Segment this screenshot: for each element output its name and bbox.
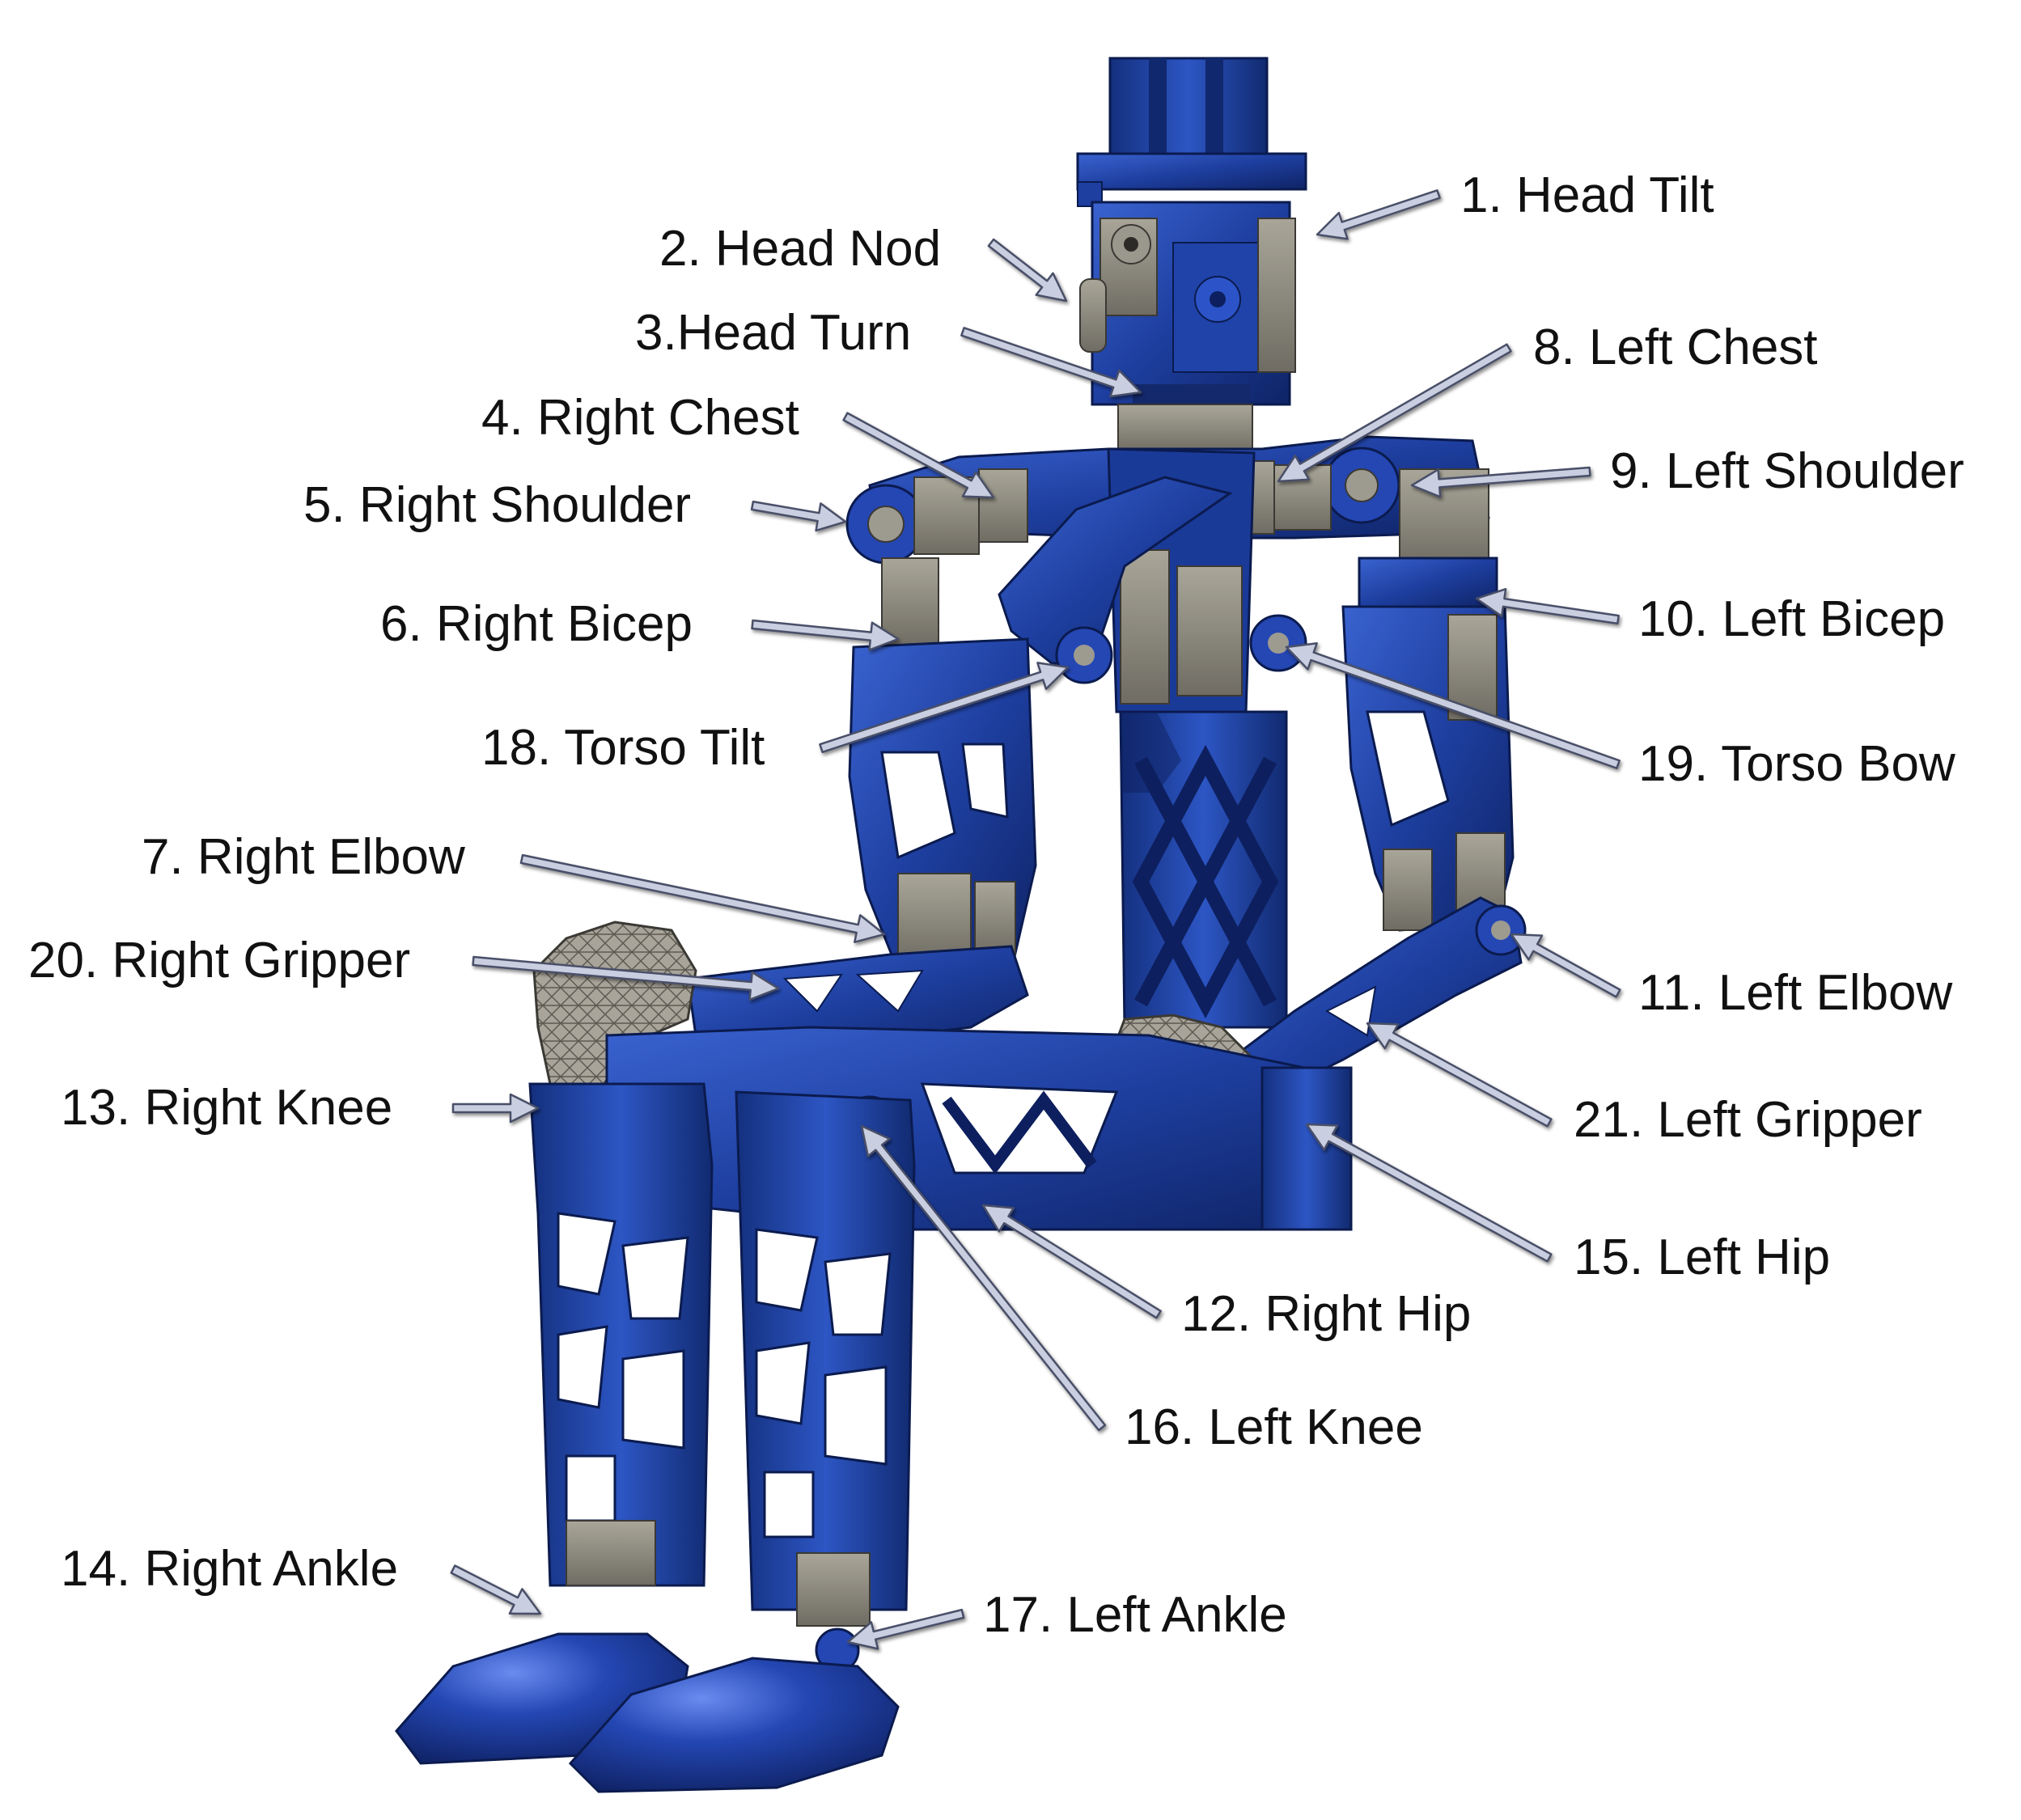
label-left-hip: 15. Left Hip — [1574, 1230, 1830, 1285]
arrow-left-elbow — [1510, 933, 1621, 998]
label-right-chest: 4. Right Chest — [481, 390, 799, 446]
arrow-left-ankle — [846, 1608, 965, 1650]
label-left-shoulder: 9. Left Shoulder — [1610, 443, 1964, 499]
label-right-bicep: 6. Right Bicep — [380, 596, 693, 652]
arrow-right-chest — [842, 412, 995, 499]
label-head-nod: 2. Head Nod — [659, 221, 941, 277]
label-head-tilt: 1. Head Tilt — [1460, 167, 1714, 223]
arrow-right-shoulder — [750, 500, 847, 532]
arrow-head-tilt — [1316, 189, 1441, 240]
arrow-right-elbow — [519, 853, 886, 943]
label-left-bicep: 10. Left Bicep — [1638, 591, 1945, 647]
label-right-knee: 13. Right Knee — [61, 1080, 392, 1136]
neck-servo — [1117, 404, 1253, 454]
arrow-head-nod — [987, 238, 1068, 303]
label-head-turn: 3.Head Turn — [635, 305, 911, 361]
label-right-gripper: 20. Right Gripper — [28, 933, 410, 988]
arrow-right-bicep — [751, 619, 900, 651]
arrow-head-turn — [960, 327, 1142, 398]
joint-labels: 1. Head Tilt 2. Head Nod 3.Head Turn 4. … — [28, 167, 1964, 1643]
label-right-shoulder: 5. Right Shoulder — [303, 477, 691, 533]
arrow-left-hip — [1305, 1123, 1553, 1263]
robot-head — [1076, 57, 1307, 407]
label-left-ankle: 17. Left Ankle — [983, 1587, 1287, 1643]
label-left-knee: 16. Left Knee — [1125, 1399, 1423, 1455]
arrow-right-hip — [981, 1204, 1162, 1319]
label-right-ankle: 14. Right Ankle — [61, 1541, 398, 1597]
arrow-left-gripper — [1366, 1022, 1553, 1128]
label-right-elbow: 7. Right Elbow — [142, 829, 465, 885]
arrow-right-knee — [451, 1093, 540, 1124]
robot-model — [395, 57, 1527, 1793]
robot-left-leg — [568, 1090, 916, 1793]
robot-hips — [605, 1026, 1353, 1231]
arrow-left-knee — [860, 1124, 1107, 1432]
arrow-right-ankle — [450, 1564, 542, 1615]
label-left-elbow: 11. Left Elbow — [1638, 965, 1953, 1021]
arrow-left-shoulder — [1410, 466, 1591, 498]
label-torso-bow: 19. Torso Bow — [1638, 736, 1955, 792]
robot-right-leg — [395, 1082, 714, 1765]
callout-arrows — [450, 189, 1621, 1650]
arrow-torso-tilt — [819, 662, 1070, 754]
label-torso-tilt: 18. Torso Tilt — [481, 720, 765, 776]
arrow-torso-bow — [1285, 642, 1621, 769]
arrow-right-gripper — [472, 955, 780, 1001]
arrow-left-bicep — [1475, 587, 1620, 625]
label-left-chest: 8. Left Chest — [1533, 320, 1818, 375]
label-left-gripper: 21. Left Gripper — [1574, 1092, 1922, 1148]
arrow-left-chest — [1277, 343, 1512, 483]
robot-torso — [998, 447, 1307, 1029]
label-right-hip: 12. Right Hip — [1181, 1286, 1471, 1342]
